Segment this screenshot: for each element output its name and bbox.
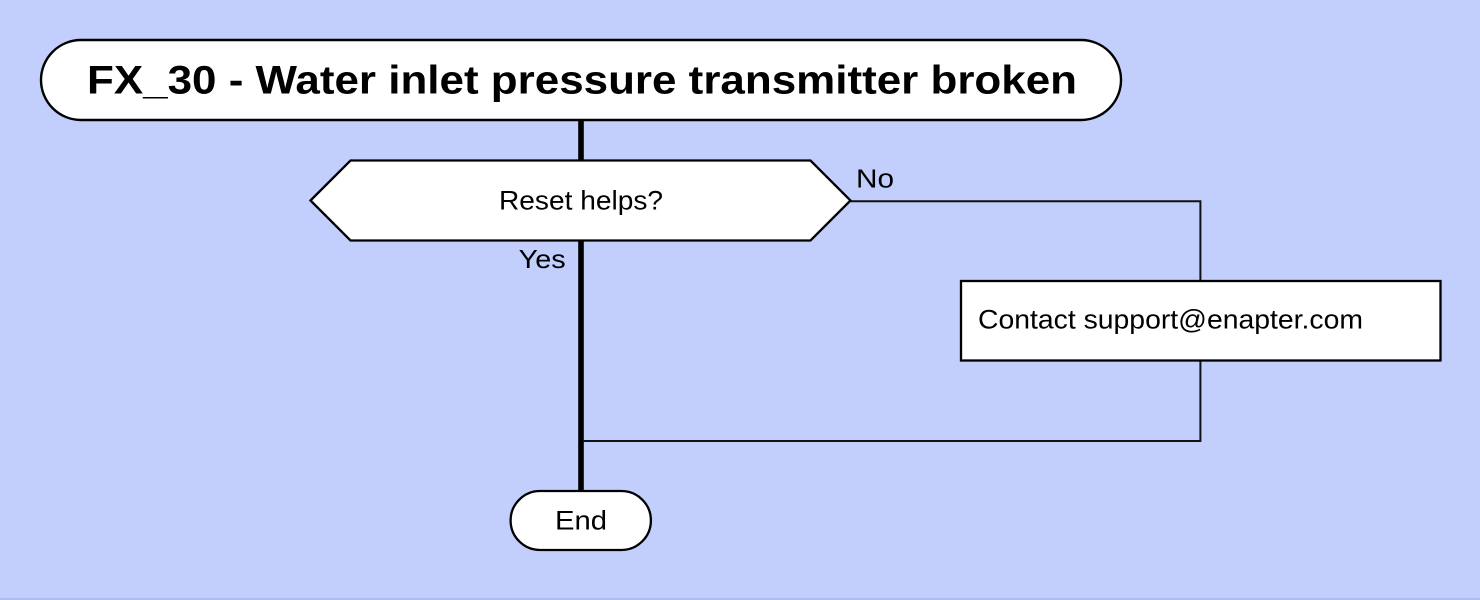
- svg-text:Contact support@enapter.com: Contact support@enapter.com: [978, 304, 1363, 334]
- svg-text:Yes: Yes: [519, 246, 566, 274]
- svg-text:No: No: [856, 166, 894, 194]
- svg-text:End: End: [555, 506, 607, 536]
- svg-text:Reset helps?: Reset helps?: [499, 185, 663, 215]
- svg-text:FX_30 - Water inlet pressure t: FX_30 - Water inlet pressure transmitter…: [87, 59, 1077, 103]
